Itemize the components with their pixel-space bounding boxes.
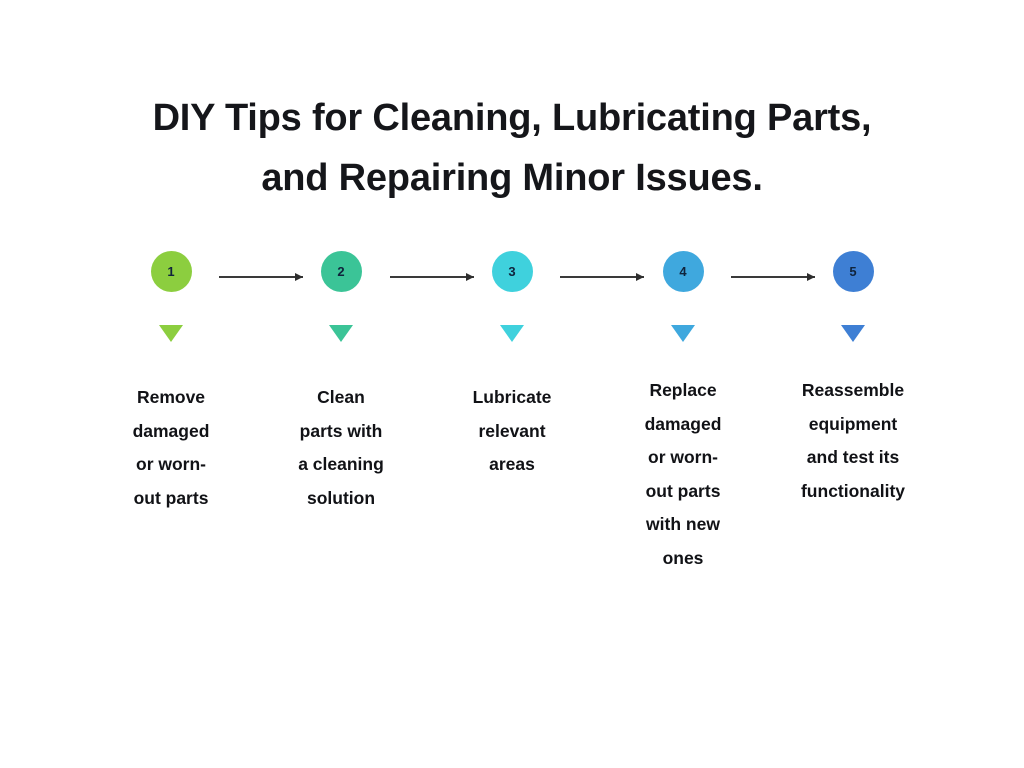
step-description-text: Remove damaged or worn- out parts — [132, 387, 210, 508]
arrow-4-to-5-icon — [731, 271, 815, 283]
step-marker-5[interactable]: 5 — [793, 240, 913, 342]
step-marker-2[interactable]: 2 — [281, 240, 401, 342]
arrow-head — [807, 272, 815, 281]
arrow-line — [560, 276, 644, 278]
title-line-2: and Repairing Minor Issues. — [261, 157, 763, 199]
step-marker-1[interactable]: 1 — [111, 240, 231, 342]
step-pointer-triangle-icon-1 — [159, 325, 183, 342]
step-description-1: Remove damaged or worn- out parts — [101, 381, 241, 515]
page-title: DIY Tips for Cleaning, Lubricating Parts… — [0, 88, 1024, 208]
step-description-text: Lubricate relevant areas — [472, 387, 552, 474]
step-pointer-triangle-icon-4 — [671, 325, 695, 342]
step-pointer-triangle-icon-2 — [329, 325, 353, 342]
step-circle-2[interactable]: 2 — [320, 251, 362, 292]
step-description-text: Reassemble equipment and test its functi… — [800, 380, 906, 501]
step-circle-4[interactable]: 4 — [662, 251, 704, 292]
arrow-head — [636, 272, 644, 281]
arrow-1-to-2-icon — [219, 271, 303, 283]
step-description-text: Replace damaged or worn- out parts with … — [644, 380, 722, 568]
step-number-label: 1 — [167, 264, 175, 279]
arrow-head — [295, 272, 303, 281]
step-circle-3[interactable]: 3 — [491, 251, 533, 292]
arrow-line — [390, 276, 474, 278]
step-number-label: 5 — [849, 264, 857, 279]
step-description-4: Replace damaged or worn- out parts with … — [613, 374, 753, 575]
title-line-1: DIY Tips for Cleaning, Lubricating Parts… — [152, 97, 872, 139]
step-marker-3[interactable]: 3 — [452, 240, 572, 342]
step-description-5: Reassemble equipment and test its functi… — [783, 374, 923, 508]
step-description-text: Clean parts with a cleaning solution — [298, 387, 384, 508]
arrow-line — [219, 276, 303, 278]
step-description-3: Lubricate relevant areas — [442, 381, 582, 482]
step-marker-4[interactable]: 4 — [623, 240, 743, 342]
arrow-line — [731, 276, 815, 278]
step-circle-5[interactable]: 5 — [832, 251, 874, 292]
step-number-label: 2 — [337, 264, 345, 279]
step-pointer-triangle-icon-5 — [841, 325, 865, 342]
step-description-2: Clean parts with a cleaning solution — [271, 381, 411, 515]
step-number-label: 3 — [508, 264, 516, 279]
step-indicator-row: 1 2 3 4 5 — [0, 240, 1024, 350]
arrow-3-to-4-icon — [560, 271, 644, 283]
step-circle-1[interactable]: 1 — [150, 251, 192, 292]
step-descriptions: Remove damaged or worn- out parts Clean p… — [0, 370, 1024, 600]
arrow-head — [466, 272, 474, 281]
step-pointer-triangle-icon-3 — [500, 325, 524, 342]
step-number-label: 4 — [679, 264, 687, 279]
arrow-2-to-3-icon — [390, 271, 474, 283]
